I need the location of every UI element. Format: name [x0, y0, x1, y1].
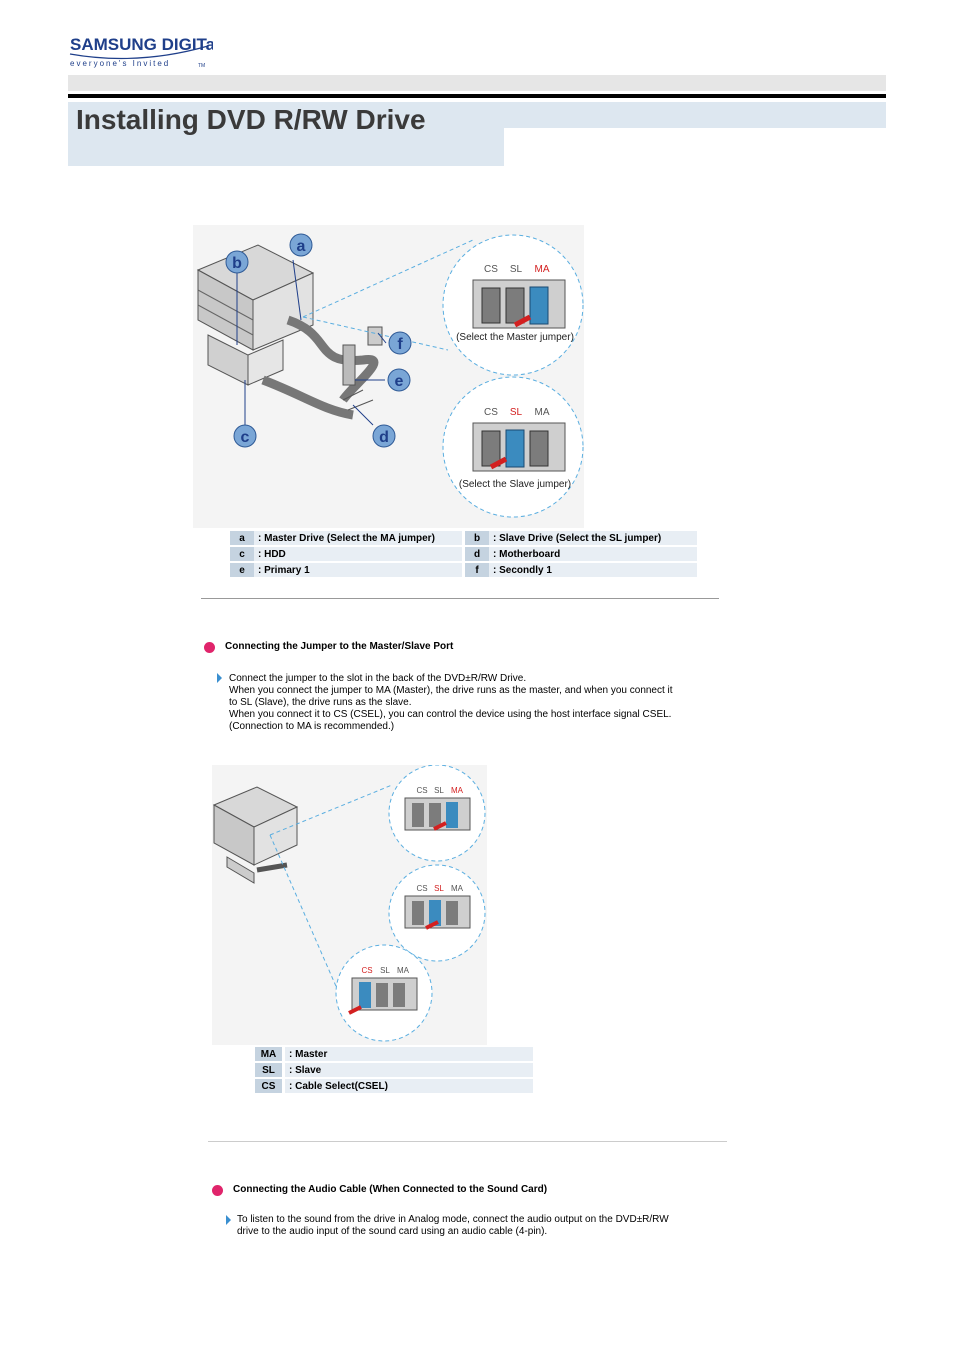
legend-value: : Cable Select(CSEL): [285, 1079, 533, 1093]
callout-b: b: [225, 250, 249, 345]
bullet-icon: [204, 642, 215, 653]
table-row: a : Master Drive (Select the MA jumper) …: [230, 531, 697, 545]
section-divider: [201, 598, 719, 599]
jumper-settings-diagram: CS SL MA CS SL MA CS SL MA: [212, 764, 487, 1045]
legend-key: f: [465, 563, 489, 577]
svg-text:SL: SL: [434, 786, 444, 795]
legend-value: : Secondly 1: [489, 563, 697, 577]
title-band: [68, 102, 504, 166]
svg-text:CS: CS: [361, 966, 372, 975]
svg-text:CS: CS: [416, 786, 427, 795]
legend-value: : Master Drive (Select the MA jumper): [254, 531, 462, 545]
logo-brand: SAMSUNG DIGITall: [70, 35, 213, 54]
callout-f: f: [377, 331, 412, 355]
svg-text:CS: CS: [484, 264, 498, 275]
svg-text:SL: SL: [510, 264, 523, 275]
section-heading: Connecting the Audio Cable (When Connect…: [233, 1184, 548, 1195]
legend-value: : Slave: [285, 1063, 533, 1077]
legend-key: CS: [255, 1079, 282, 1093]
table-row: c : HDD d : Motherboard: [230, 547, 697, 561]
samsung-logo: SAMSUNG DIGITall everyone's Invited TM: [68, 26, 225, 70]
page-title: Installing DVD R/RW Drive: [76, 104, 426, 135]
svg-text:MA: MA: [397, 966, 410, 975]
table-row: e : Primary 1 f : Secondly 1: [230, 563, 697, 577]
legend-key: c: [230, 547, 254, 561]
section-divider: [208, 1141, 727, 1142]
section-body: Connect the jumper to the slot in the ba…: [229, 673, 673, 732]
svg-text:MA: MA: [535, 407, 550, 418]
svg-text:SL: SL: [510, 407, 523, 418]
section-body: To listen to the sound from the drive in…: [237, 1214, 669, 1237]
logo-tm: TM: [198, 63, 205, 69]
svg-text:e: e: [395, 373, 404, 390]
legend-key: b: [465, 531, 489, 545]
svg-text:SL: SL: [434, 884, 444, 893]
slave-jumper-zoom: CS SL MA: [388, 864, 486, 962]
svg-text:d: d: [379, 429, 389, 446]
header-bar: [68, 75, 886, 91]
svg-text:MA: MA: [535, 264, 550, 275]
legend-value: : Slave Drive (Select the SL jumper): [489, 531, 697, 545]
table-row: SL : Slave: [255, 1063, 533, 1077]
master-caption: (Select the Master jumper): [456, 332, 574, 343]
master-jumper-zoom: CS SL MA (Select the Master jumper): [442, 234, 584, 376]
svg-text:c: c: [241, 429, 250, 446]
legend-value: : HDD: [254, 547, 462, 561]
bullet-icon: [212, 1185, 223, 1196]
svg-text:f: f: [397, 336, 403, 353]
svg-text:MA: MA: [451, 884, 464, 893]
callout-c: c: [233, 380, 257, 448]
header-rule: [68, 94, 886, 98]
slave-jumper-zoom: CS SL MA (Select the Slave jumper): [442, 376, 584, 518]
svg-text:CS: CS: [484, 407, 498, 418]
svg-text:a: a: [297, 238, 306, 255]
table-row: CS : Cable Select(CSEL): [255, 1079, 533, 1093]
cable-select-jumper-zoom: CS SL MA: [335, 944, 433, 1042]
legend-value: : Motherboard: [489, 547, 697, 561]
drive-illustration: [212, 786, 299, 884]
legend-table-1: a : Master Drive (Select the MA jumper) …: [230, 529, 697, 579]
section-heading: Connecting the Jumper to the Master/Slav…: [225, 641, 454, 652]
svg-text:CS: CS: [416, 884, 427, 893]
svg-text:MA: MA: [451, 786, 464, 795]
svg-text:SL: SL: [380, 966, 390, 975]
arrow-bullet-icon: [226, 1215, 231, 1225]
slave-caption: (Select the Slave jumper): [459, 479, 571, 490]
master-jumper-zoom: CS SL MA: [388, 764, 486, 862]
legend-key: SL: [255, 1063, 282, 1077]
legend-key: MA: [255, 1047, 282, 1061]
callout-e: e: [355, 368, 411, 392]
logo-tagline: everyone's Invited: [70, 59, 170, 68]
legend-value: : Primary 1: [254, 563, 462, 577]
svg-text:b: b: [232, 255, 242, 272]
legend-table-2: MA : Master SL : Slave CS : Cable Select…: [255, 1045, 533, 1095]
legend-key: e: [230, 563, 254, 577]
table-row: MA : Master: [255, 1047, 533, 1061]
installation-diagram: a b c d e f CS S: [193, 225, 584, 528]
arrow-bullet-icon: [217, 673, 222, 683]
legend-key: d: [465, 547, 489, 561]
callout-d: d: [352, 404, 396, 448]
legend-key: a: [230, 531, 254, 545]
legend-value: : Master: [285, 1047, 533, 1061]
callout-a: a: [289, 233, 313, 321]
title-band-extension: [504, 102, 886, 128]
